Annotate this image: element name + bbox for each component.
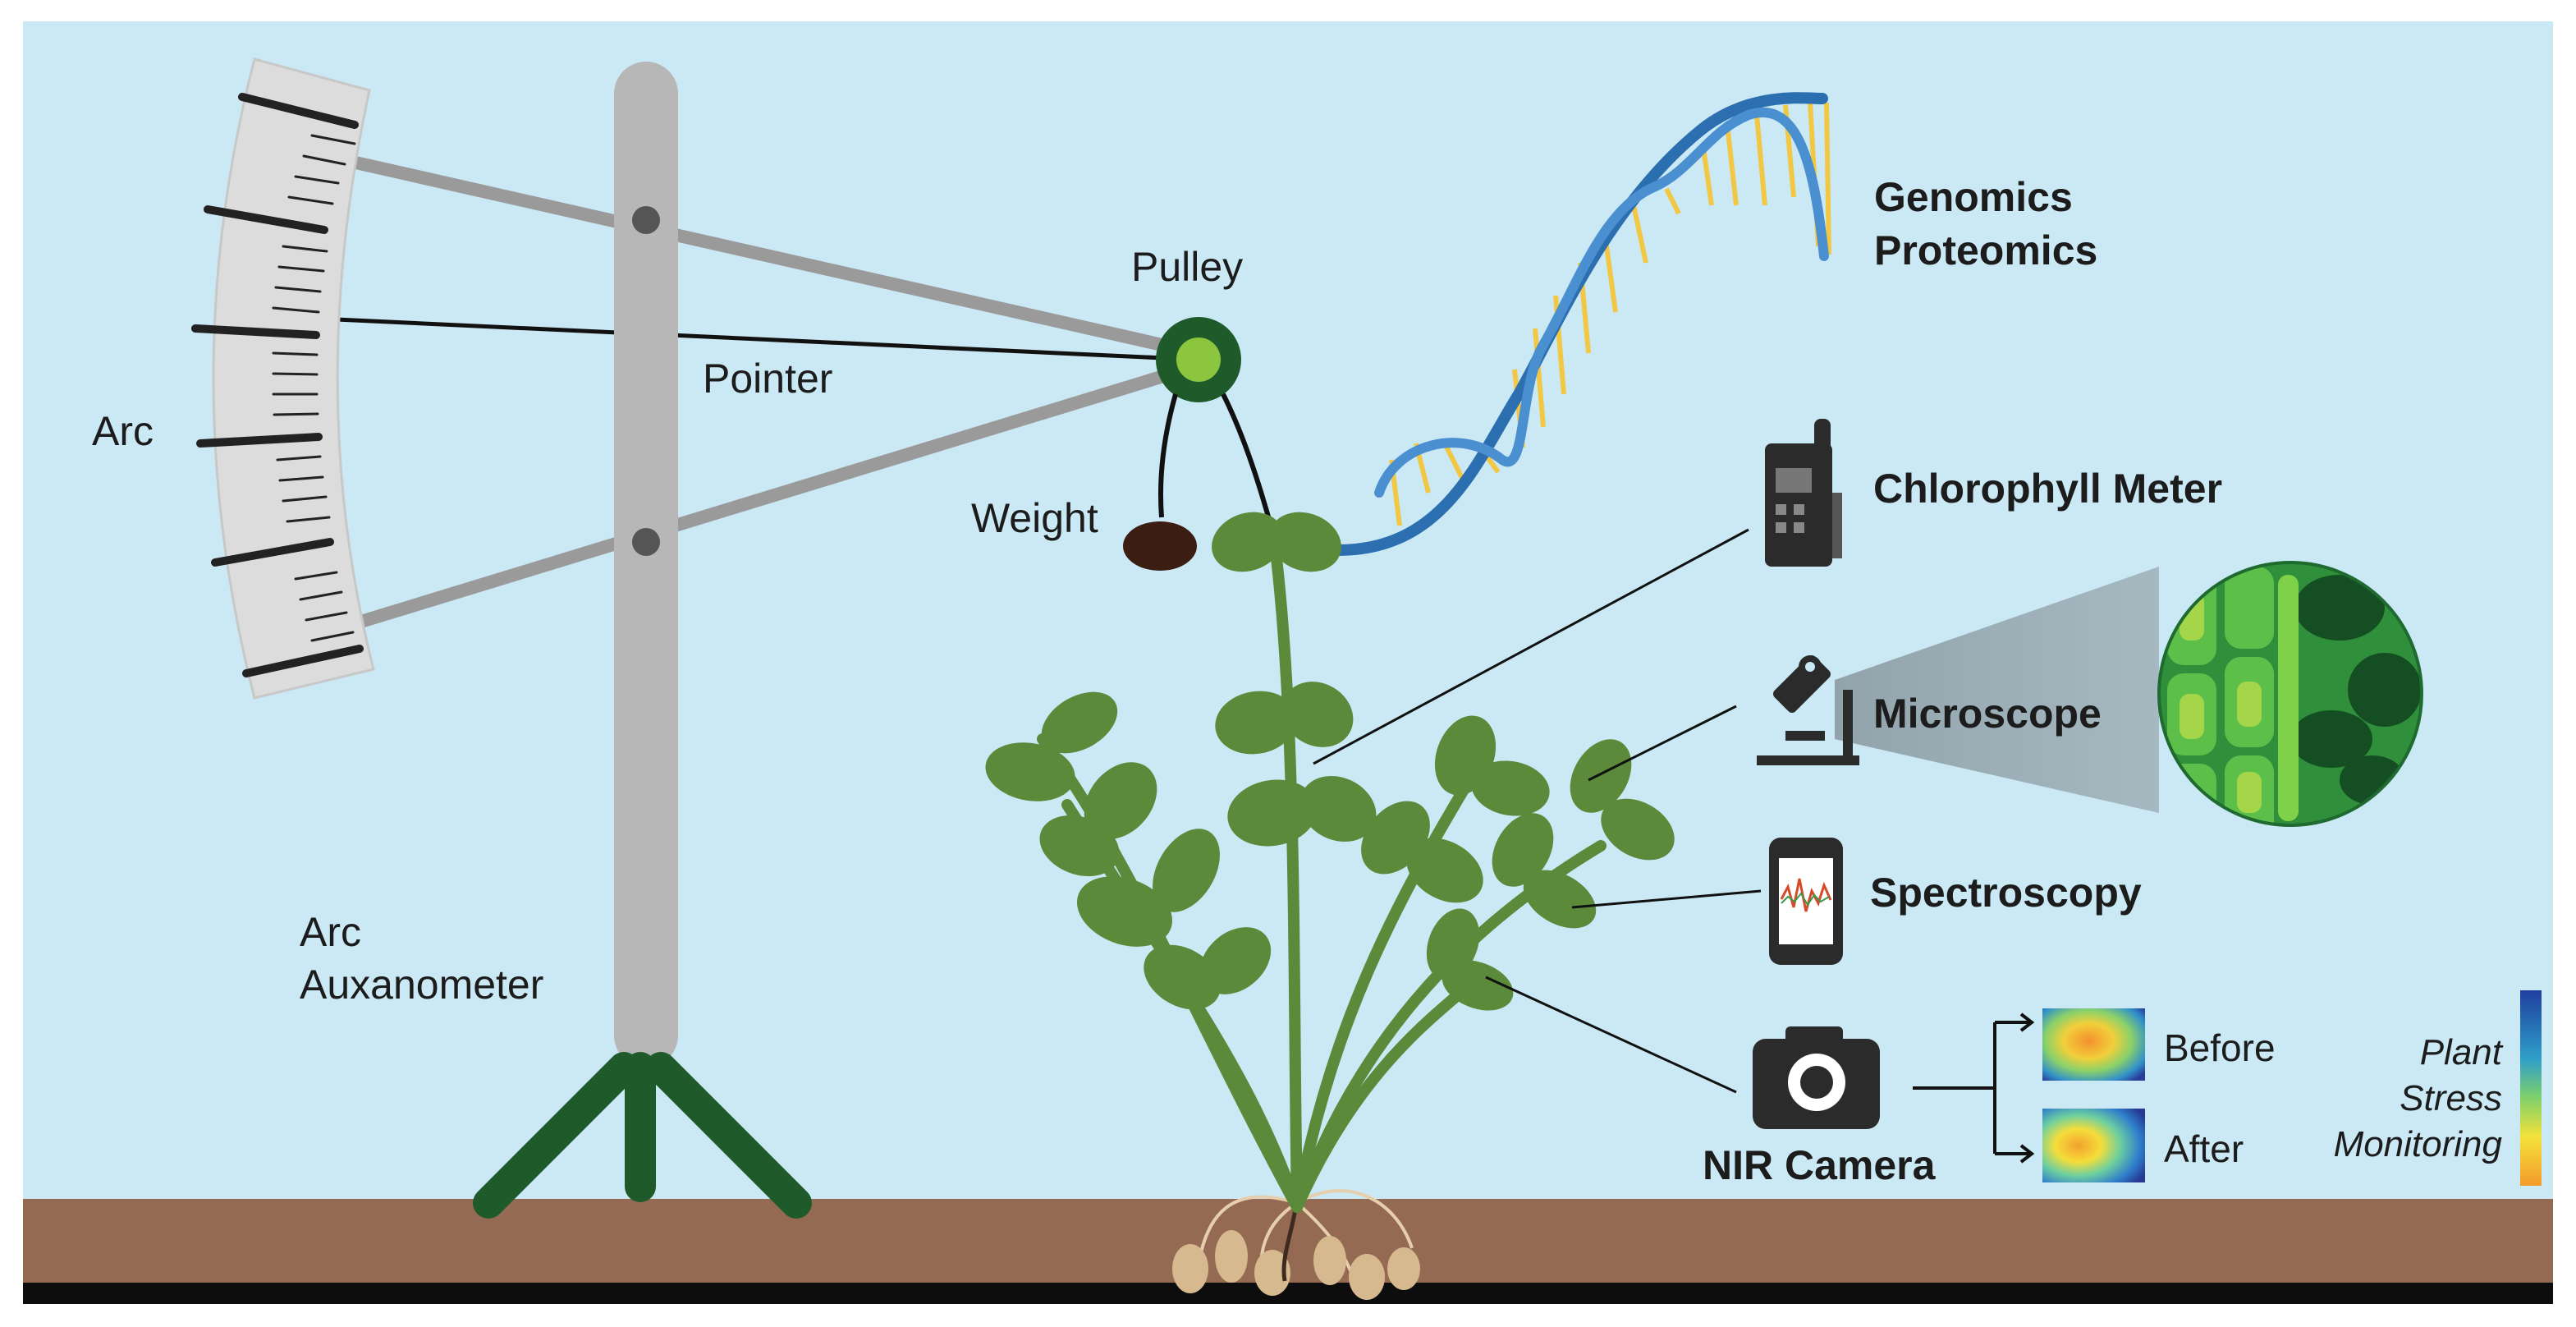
label-chlorophyll-meter: Chlorophyll Meter bbox=[1873, 466, 2222, 512]
upper-pivot bbox=[632, 206, 660, 234]
label-before: Before bbox=[2164, 1026, 2276, 1069]
label-pointer: Pointer bbox=[703, 356, 832, 402]
label-weight: Weight bbox=[971, 495, 1098, 541]
leader-chlorophyll bbox=[1313, 528, 1749, 765]
label-genomics: Genomics bbox=[1874, 174, 2073, 220]
vertical-pole bbox=[614, 62, 678, 1068]
chlorophyll-meter-icon bbox=[1765, 419, 1842, 567]
label-stress-line1: Plant bbox=[2420, 1032, 2504, 1072]
label-proteomics: Proteomics bbox=[1874, 227, 2097, 273]
label-spectroscopy: Spectroscopy bbox=[1870, 870, 2142, 916]
label-pulley: Pulley bbox=[1131, 244, 1243, 290]
arc-scale bbox=[191, 57, 375, 700]
leader-spectroscopy bbox=[1571, 889, 1762, 909]
camera-icon bbox=[1753, 1026, 1880, 1129]
label-after: After bbox=[2164, 1127, 2244, 1170]
leader-nir bbox=[1485, 976, 1737, 1094]
camera-branch bbox=[1913, 1012, 2035, 1164]
magnification-beam bbox=[1835, 567, 2159, 813]
smartphone-spectrum-icon bbox=[1769, 838, 1843, 965]
dna-strand-2 bbox=[1374, 107, 1829, 498]
pulley-hub bbox=[1176, 337, 1221, 382]
label-nir-camera: NIR Camera bbox=[1703, 1142, 1937, 1188]
lower-arm bbox=[346, 359, 1205, 631]
microscope-icon bbox=[1757, 655, 1859, 765]
label-arc-auxanometer-line2: Auxanometer bbox=[300, 962, 543, 1008]
weight bbox=[1123, 521, 1197, 571]
label-arc: Arc bbox=[92, 408, 154, 454]
stress-color-bar bbox=[2520, 990, 2542, 1186]
weight-string bbox=[1157, 393, 1178, 518]
label-stress-line3: Monitoring bbox=[2334, 1124, 2503, 1164]
label-arc-auxanometer-line1: Arc bbox=[300, 909, 361, 955]
thermal-before-image bbox=[2042, 1008, 2145, 1081]
leader-lines bbox=[1313, 528, 1762, 1094]
upper-arm bbox=[338, 154, 1205, 360]
leader-microscope bbox=[1588, 705, 1737, 782]
dna-helix bbox=[1332, 92, 1831, 556]
label-stress-line2: Stress bbox=[2400, 1078, 2502, 1118]
label-microscope: Microscope bbox=[1873, 691, 2102, 737]
arc-ticks bbox=[191, 93, 364, 677]
pointer-line bbox=[318, 316, 1199, 362]
lower-pivot bbox=[632, 528, 660, 556]
arc-auxanometer bbox=[191, 57, 1279, 1219]
thermal-after-image bbox=[2042, 1109, 2145, 1182]
leaves bbox=[985, 512, 1675, 1011]
peanuts bbox=[1172, 1230, 1420, 1300]
tripod-legs bbox=[473, 1052, 812, 1219]
ground-bar bbox=[23, 1283, 2553, 1304]
plant bbox=[985, 512, 1675, 1300]
